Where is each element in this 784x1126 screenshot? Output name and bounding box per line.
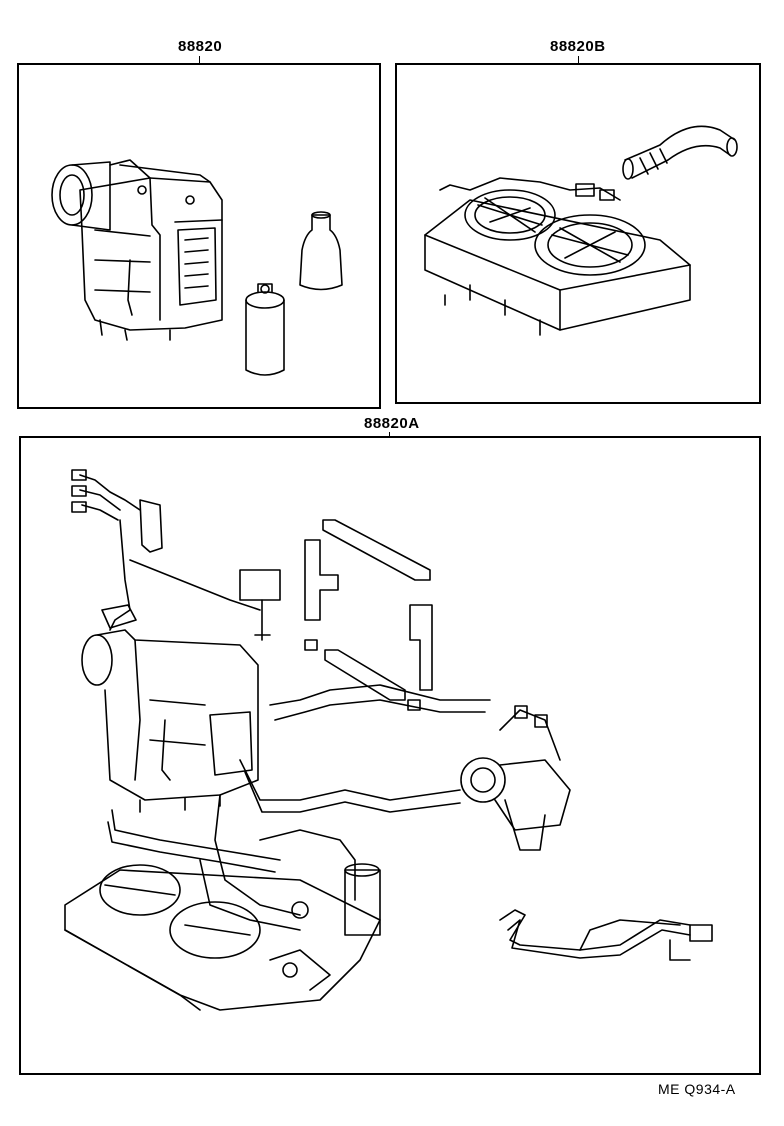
condenser-fan-drawing — [424, 177, 691, 336]
vacuum-hose-drawing — [499, 909, 713, 961]
part-number-88820b: 88820B — [550, 38, 606, 55]
refrigerant-lines-drawing — [107, 684, 491, 931]
hose-drawing — [622, 125, 738, 180]
seal-kit-drawing — [304, 519, 433, 711]
panel-88820a — [19, 436, 761, 1075]
receiver-drier-drawing — [245, 283, 285, 376]
part-number-88820a: 88820A — [364, 415, 420, 432]
illustration-code: ME Q934-A — [658, 1081, 736, 1097]
evaporator-unit-a-drawing — [81, 629, 259, 813]
leader-88820a — [389, 432, 390, 438]
compressor-drawing — [460, 705, 571, 851]
leader-88820b — [578, 56, 579, 64]
condenser-assembly-a-drawing — [64, 863, 381, 1011]
panel-88820 — [17, 63, 381, 409]
part-number-88820: 88820 — [178, 38, 223, 55]
evaporator-unit-drawing — [51, 159, 223, 341]
leader-88820 — [199, 56, 200, 64]
panel-88820b — [395, 63, 761, 404]
wiring-harness-drawing — [71, 469, 281, 641]
oil-bottle-drawing — [299, 211, 343, 291]
